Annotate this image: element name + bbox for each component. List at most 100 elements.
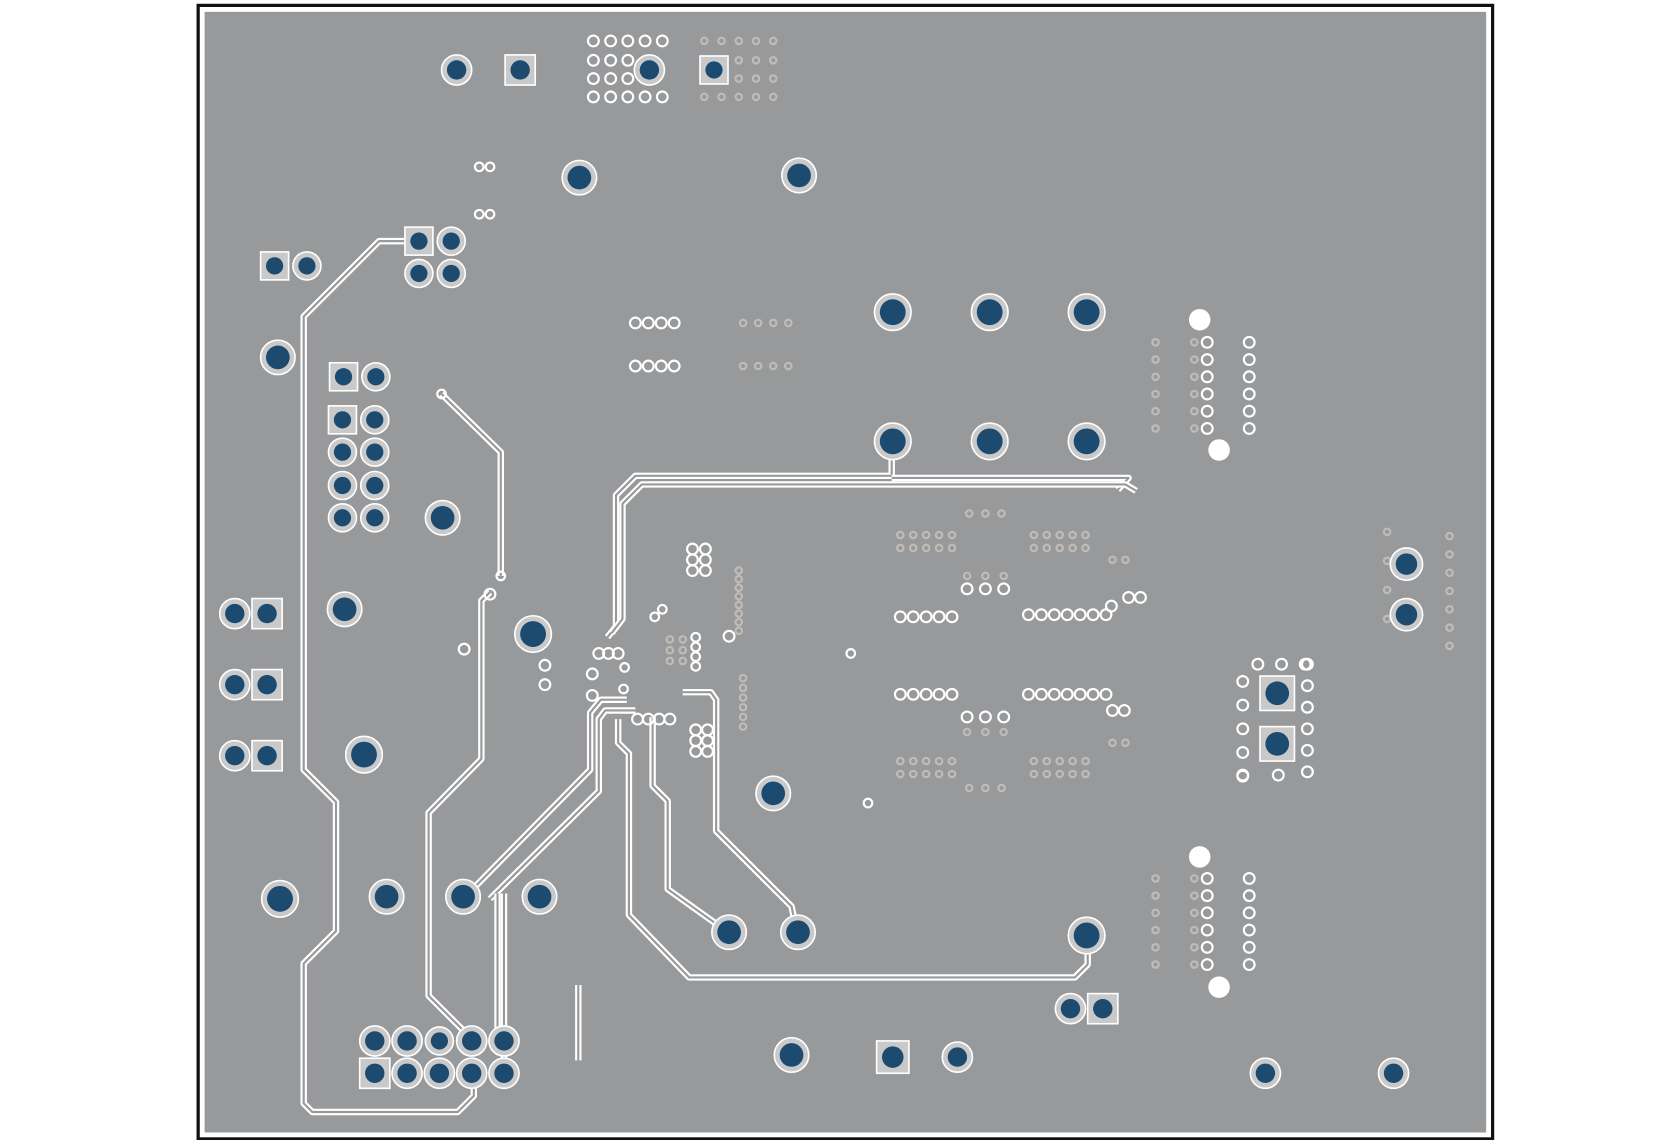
via	[655, 34, 669, 48]
via	[457, 642, 471, 656]
via	[1242, 889, 1256, 903]
via	[1117, 704, 1131, 717]
via	[473, 161, 485, 173]
via	[1242, 353, 1256, 367]
via	[1189, 406, 1199, 416]
via	[738, 702, 748, 712]
via	[734, 74, 744, 83]
via	[1445, 568, 1454, 577]
via	[586, 53, 600, 67]
pad	[787, 163, 811, 188]
via	[1081, 543, 1090, 553]
via	[919, 687, 933, 701]
pad	[520, 621, 546, 647]
pad	[879, 428, 906, 455]
pad	[397, 1063, 417, 1083]
pad	[430, 1032, 448, 1050]
via	[585, 688, 599, 702]
via	[1275, 657, 1288, 671]
via	[1151, 874, 1160, 883]
via	[717, 92, 726, 102]
via	[751, 55, 761, 65]
via	[678, 645, 688, 655]
pad	[333, 411, 352, 429]
via	[1200, 335, 1214, 349]
via	[893, 687, 907, 701]
mounting-dot	[1188, 308, 1211, 331]
via	[978, 710, 992, 724]
via	[1029, 769, 1039, 779]
pad	[494, 1031, 514, 1051]
via	[628, 359, 642, 373]
via	[701, 744, 714, 758]
via	[734, 617, 744, 627]
pad	[879, 299, 906, 326]
via	[1189, 874, 1199, 883]
pad	[976, 299, 1003, 326]
via	[1300, 679, 1314, 693]
via	[665, 635, 675, 644]
via	[1189, 908, 1199, 918]
via	[945, 610, 959, 624]
via	[1242, 906, 1256, 920]
via	[1242, 404, 1256, 418]
via	[1068, 769, 1077, 779]
pad	[333, 509, 352, 527]
via	[1445, 550, 1454, 559]
via	[734, 609, 744, 618]
pad	[367, 368, 385, 386]
via	[1242, 370, 1256, 384]
via	[734, 36, 744, 46]
via	[717, 36, 726, 46]
via	[618, 683, 629, 695]
pad	[1265, 732, 1290, 756]
pad	[225, 674, 245, 695]
pad	[1073, 299, 1100, 326]
via	[641, 359, 655, 373]
trace-core	[610, 483, 1137, 634]
via	[906, 687, 920, 701]
pad	[442, 232, 460, 250]
pad	[366, 509, 384, 527]
pad	[397, 1031, 417, 1051]
pad	[351, 741, 377, 768]
pad	[366, 443, 384, 461]
via	[1029, 756, 1039, 766]
trace-core	[427, 591, 491, 1040]
via	[1073, 687, 1087, 701]
via	[908, 756, 918, 766]
via	[1189, 338, 1199, 347]
pad	[366, 411, 384, 429]
via	[1382, 527, 1392, 537]
via	[638, 34, 652, 48]
via	[1445, 604, 1454, 614]
via	[947, 530, 957, 540]
pad	[442, 264, 460, 283]
via	[734, 583, 744, 593]
trace-core	[440, 393, 502, 576]
via	[1081, 756, 1090, 766]
via	[1445, 531, 1454, 541]
via	[1200, 958, 1214, 971]
via	[734, 626, 744, 636]
via	[1300, 743, 1314, 757]
via	[1200, 421, 1214, 435]
via	[1200, 940, 1214, 954]
via	[896, 756, 905, 766]
via	[1151, 424, 1160, 433]
pad	[225, 603, 245, 624]
via	[604, 90, 618, 104]
via	[1055, 530, 1064, 540]
pad	[225, 746, 245, 766]
pad	[947, 1047, 968, 1067]
via	[1021, 687, 1035, 701]
via	[751, 74, 761, 83]
pads	[218, 54, 1424, 1090]
pad	[446, 60, 467, 80]
via	[621, 90, 635, 104]
via	[1242, 958, 1256, 971]
via	[1242, 387, 1256, 401]
via	[1047, 608, 1061, 622]
via	[1121, 738, 1130, 748]
via	[1189, 925, 1199, 935]
